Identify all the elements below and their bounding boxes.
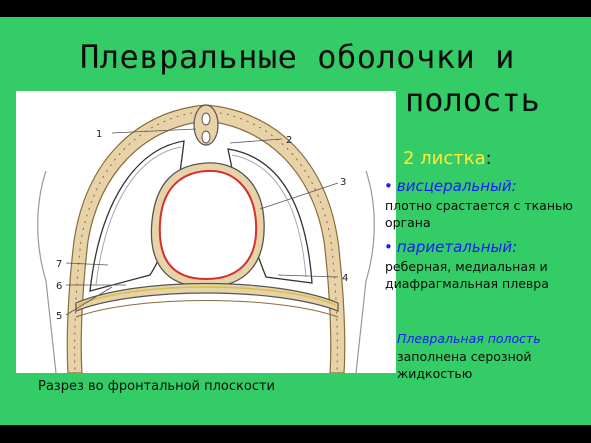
leader-7 [65, 262, 109, 266]
visceral-term: •висцеральный: [384, 177, 517, 195]
parietal-term: •париетальный: [384, 238, 517, 256]
label-5: 5 [56, 311, 62, 322]
body-outline-right [355, 170, 375, 374]
diaphragm-pleura [77, 286, 337, 306]
label-6: 6 [56, 281, 62, 292]
leader-3 [259, 182, 339, 210]
slide: Плевральные оболочки и полость [0, 17, 591, 425]
cavity-text: заполнена серозной жидкостью [397, 349, 532, 381]
leader-1 [111, 128, 197, 134]
left-pleura-line [95, 146, 182, 286]
label-2: 2 [286, 135, 292, 146]
label-3: 3 [340, 177, 346, 188]
body-outline-left [37, 170, 57, 374]
visceral-description: плотно срастается с тканью органа [385, 198, 573, 230]
right-pleura-line [231, 154, 307, 278]
label-4: 4 [342, 273, 348, 284]
leader-5 [65, 286, 113, 316]
pleura-diagram: 1 2 3 4 5 6 7 [16, 91, 396, 374]
layers-heading-colon: : [485, 148, 492, 169]
slide-title-line2: полость [405, 81, 540, 119]
leader-4 [277, 274, 339, 278]
visceral-term-text: висцеральный: [396, 177, 517, 195]
rib-dots-right [205, 110, 338, 374]
leader-2 [229, 138, 283, 144]
pleura-illustration: 1 2 3 4 5 6 7 [37, 104, 375, 374]
pericardium-inner [158, 169, 258, 281]
parietal-term-text: париетальный: [396, 238, 518, 256]
layers-heading-text: 2 листка [403, 148, 486, 169]
diagram-caption: Разрез во фронтальной плоскости [38, 379, 276, 394]
slide-title-line1: Плевральные оболочки и [80, 38, 515, 76]
layers-heading: 2 листка: [403, 148, 492, 169]
diaphragm-lower [75, 300, 339, 318]
label-1: 1 [96, 129, 102, 140]
parietal-description: реберная, медиальная и диафрагмальная пл… [385, 259, 549, 291]
label-7: 7 [56, 259, 62, 270]
bullet-icon: • [384, 238, 393, 256]
rib-dots-left [74, 110, 207, 374]
cavity-heading: Плевральная полость [397, 331, 541, 346]
trachea-lumen [201, 112, 211, 126]
bullet-icon: • [384, 177, 393, 195]
esophagus-lumen [201, 130, 211, 144]
